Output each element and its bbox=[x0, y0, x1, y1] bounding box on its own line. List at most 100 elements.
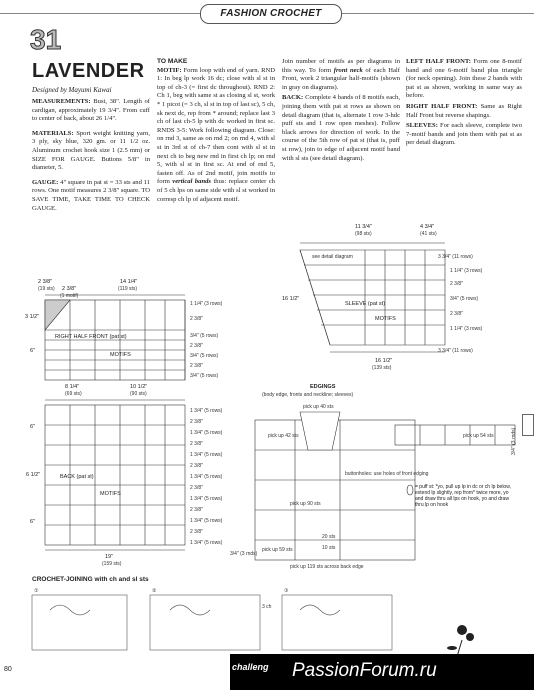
right-front-label: RIGHT HALF FRONT: bbox=[406, 102, 478, 110]
edgings-pick-up-54: pick up 54 sts bbox=[463, 433, 494, 439]
right-front-text: Same as Right Half Front but reverse sha… bbox=[406, 102, 522, 119]
back-row-label: 1 3/4" (5 rows) bbox=[190, 496, 223, 502]
sleeve-motifs-label: MOTIFS bbox=[375, 316, 396, 322]
sleeve-top-left: 11 3/4" bbox=[355, 224, 372, 230]
front-row-label: 3/4" (5 rows) bbox=[190, 373, 219, 379]
edgings-side-dim: 3/4" (3 rnds) bbox=[511, 427, 517, 455]
sleeves-label: SLEEVES: bbox=[406, 122, 438, 130]
edgings-pick-up-40: pick up 40 sts bbox=[303, 404, 334, 410]
crochet-joining-title: CROCHET-JOINING with ch and sl sts bbox=[32, 576, 149, 583]
sleeve-band-label: SLEEVE (pat st) bbox=[345, 301, 385, 307]
sleeve-bottom: 16 1/2" bbox=[375, 358, 392, 364]
sleeve-top-right-sts: (41 sts) bbox=[420, 231, 437, 237]
footer-site-watermark: PassionForum.ru bbox=[292, 660, 437, 681]
designer-byline: Designed by Mayumi Kawai bbox=[32, 86, 112, 94]
front-band-label: RIGHT HALF FRONT (pat st) bbox=[55, 334, 127, 340]
sleeve-row-label: 3 3/4" (11 rows) bbox=[438, 348, 473, 354]
sleeve-row-label: 1 1/4" (3 rows) bbox=[450, 268, 483, 274]
page-number: 80 bbox=[4, 666, 12, 673]
sleeve-left-dim: 16 1/2" bbox=[282, 296, 299, 302]
edgings-title: EDGINGS bbox=[310, 384, 336, 390]
edgings-pick-up-90: pick up 90 sts bbox=[290, 501, 321, 507]
edgings-20-sts: 20 sts bbox=[322, 534, 336, 540]
motif-tail: thus: replace center ch of 5 ch lps on s… bbox=[157, 178, 275, 203]
front-left-dim2: 6" bbox=[30, 348, 35, 354]
back-row-label: 2 3/8" bbox=[190, 441, 203, 447]
edgings-pick-up-59: pick up 59 sts bbox=[262, 547, 293, 553]
back-diagram bbox=[44, 399, 186, 551]
sleeve-row-label: 1 1/4" (3 rows) bbox=[450, 326, 483, 332]
gauge-text: 4" square in pat st = 33 sts and 11 rows… bbox=[32, 178, 151, 212]
flower-icon bbox=[447, 625, 474, 661]
edgings-three-quarter: 3/4" (3 rnds) bbox=[230, 551, 258, 557]
puff-note-container: = puff st: *yo, pull up lp in dc or ch l… bbox=[415, 484, 511, 508]
back-row-labels: 1 3/4" (5 rows) 2 3/8" 1 3/4" (5 rows) 2… bbox=[190, 408, 223, 546]
back-row-label: 2 3/8" bbox=[190, 529, 203, 535]
joining-ch-label: 3 ch bbox=[262, 604, 272, 610]
back-row-label: 2 3/8" bbox=[190, 419, 203, 425]
sleeve-top-left-sts: (98 sts) bbox=[355, 231, 372, 237]
footer-challenge: challeng bbox=[232, 662, 269, 672]
measurements-text: Bust, 38". Length of cardigan, approxima… bbox=[32, 98, 150, 123]
back-row-label: 1 3/4" (5 rows) bbox=[190, 518, 223, 524]
puff-st-icon bbox=[406, 484, 414, 496]
measurements-label: MEASUREMENTS: bbox=[32, 98, 91, 105]
edgings-10-sts: 10 sts bbox=[322, 545, 336, 551]
motif-emphasis: vertical bands bbox=[172, 178, 211, 186]
back-top-right: 10 1/2" bbox=[130, 384, 147, 390]
front-diagram bbox=[44, 294, 186, 381]
back-text: Complete 4 bands of 8 motifs each, joini… bbox=[282, 94, 400, 162]
back-top-left: 8 1/4" bbox=[65, 384, 79, 390]
joining-diagrams bbox=[31, 594, 393, 651]
side-edge-marker bbox=[522, 414, 534, 436]
sleeve-bottom-sts: (139 sts) bbox=[372, 365, 392, 371]
footer-banner bbox=[230, 654, 534, 690]
back-row-label: 2 3/8" bbox=[190, 485, 203, 491]
front-row-labels: 1 1/4" (3 rows) 2 3/8" 3/4" (5 rows) 2 3… bbox=[190, 301, 223, 379]
back-bottom-sts: (159 sts) bbox=[102, 561, 122, 567]
joining-step-2: ② bbox=[152, 588, 157, 594]
front-row-label: 3/4" (5 rows) bbox=[190, 333, 219, 339]
text-column-4: LEFT HALF FRONT: Form one 8-motif band a… bbox=[406, 58, 522, 148]
back-row-label: 1 3/4" (5 rows) bbox=[190, 540, 223, 546]
back-row-label: 1 3/4" (5 rows) bbox=[190, 474, 223, 480]
sleeves-text: For each sleeve, complete two 7-motif ba… bbox=[406, 122, 522, 147]
front-top-right-sts: (119 sts) bbox=[118, 286, 137, 292]
front-neck-emphasis: front neck bbox=[333, 66, 363, 74]
front-top-left: 2 3/8" bbox=[38, 279, 52, 285]
sleeve-row-label: 3 3/4" (11 rows) bbox=[438, 254, 473, 260]
back-left-dim2: 6 1/2" bbox=[26, 472, 40, 478]
to-make-heading: TO MAKE bbox=[157, 58, 188, 65]
front-left-dim: 3 1/2" bbox=[25, 314, 39, 320]
join-intro: Join number of motifs as per diagrams in… bbox=[282, 58, 400, 74]
front-top-left-sts: (19 sts) bbox=[38, 286, 55, 292]
back-top-left-sts: (69 sts) bbox=[65, 391, 82, 397]
front-top-mid: 2 3/8" bbox=[62, 286, 76, 292]
back-bottom: 19" bbox=[105, 554, 113, 560]
materials-text: Sport weight knitting yarn, 3 ply, sky b… bbox=[32, 129, 150, 172]
front-motifs-label: MOTIFS bbox=[110, 352, 131, 358]
front-row-label: 2 3/8" bbox=[190, 343, 203, 349]
text-column-2: TO MAKE MOTIF: Form loop with end of yar… bbox=[157, 58, 275, 204]
motif-text: Form loop with end of yarn. RND 1: In be… bbox=[157, 66, 275, 186]
text-column-3: Join number of motifs as per diagrams in… bbox=[282, 58, 400, 163]
gauge-label: GAUGE: bbox=[32, 178, 59, 186]
pattern-title: LAVENDER bbox=[32, 60, 145, 82]
edgings-buttonholes: buttonholes: use holes of front edging bbox=[345, 471, 429, 477]
back-left-dim3: 6" bbox=[30, 519, 35, 525]
back-row-label: 1 3/4" (5 rows) bbox=[190, 430, 223, 436]
edgings-diagram bbox=[254, 411, 516, 561]
front-top-mid-sub: (1 motif) bbox=[60, 293, 79, 299]
joining-step-3: ③ bbox=[284, 588, 289, 594]
edgings-pick-up-119: pick up 119 sts across back edge bbox=[290, 564, 364, 570]
sleeve-see-detail: see detail diagram bbox=[312, 254, 353, 260]
back-left-dim: 6" bbox=[30, 424, 35, 430]
sleeve-row-labels: 3 3/4" (11 rows) 1 1/4" (3 rows) 2 3/8" … bbox=[438, 254, 483, 354]
joining-step-1: ① bbox=[34, 588, 39, 594]
text-column-1: MEASUREMENTS: Bust, 38". Length of cardi… bbox=[32, 98, 150, 213]
back-row-label: 1 3/4" (5 rows) bbox=[190, 452, 223, 458]
back-label: BACK: bbox=[282, 94, 304, 102]
front-neck-text: of each Half Front, work 2 triangular ha… bbox=[282, 66, 400, 91]
back-top-right-sts: (90 sts) bbox=[130, 391, 147, 397]
